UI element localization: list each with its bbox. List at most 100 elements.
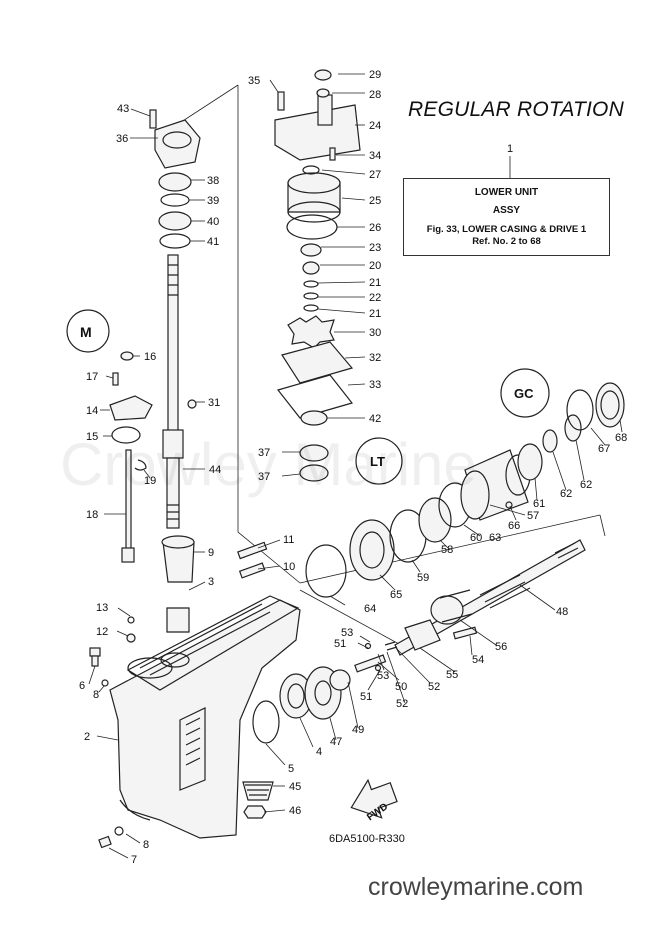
info-box-line3: Fig. 33, LOWER CASING & DRIVE 1 <box>426 224 587 235</box>
drive-shaft-part <box>162 254 184 529</box>
info-box-line2: ASSY <box>492 205 521 216</box>
callout-8a: 8 <box>93 689 99 701</box>
callout-53b: 53 <box>377 670 389 682</box>
bolt-6 <box>89 647 101 667</box>
callout-3: 3 <box>208 576 214 588</box>
pin-54 <box>452 626 478 640</box>
callout-63: 63 <box>489 532 501 544</box>
callout-7: 7 <box>131 854 137 866</box>
callout-32: 32 <box>369 352 381 364</box>
bearing-49 <box>329 669 351 691</box>
callout-43: 43 <box>117 103 129 115</box>
callout-11: 11 <box>283 534 294 546</box>
callout-64: 64 <box>364 603 376 615</box>
sleeve-9 <box>161 535 195 583</box>
bearing-38 <box>158 172 192 192</box>
tool-callout-lt: LT <box>355 437 403 485</box>
callout-46: 46 <box>289 805 301 817</box>
callout-58: 58 <box>441 544 453 556</box>
callout-34: 34 <box>369 150 381 162</box>
callout-49: 49 <box>352 724 364 736</box>
callout-51a: 51 <box>334 638 346 650</box>
watermark: Crowley Marine <box>60 431 477 498</box>
callout-31: 31 <box>208 397 220 409</box>
plate-32 <box>281 341 354 384</box>
callout-21a: 21 <box>369 277 381 289</box>
callout-19: 19 <box>144 475 156 487</box>
callout-44: 44 <box>209 464 221 476</box>
callout-23: 23 <box>369 242 381 254</box>
small-parts-50-53 <box>354 641 398 673</box>
callout-38: 38 <box>207 175 219 187</box>
callout-62b: 62 <box>580 479 592 491</box>
callout-40: 40 <box>207 216 219 228</box>
shift-plate-14 <box>109 395 153 421</box>
callout-54: 54 <box>472 654 484 666</box>
callout-50: 50 <box>395 681 407 693</box>
gasket-26 <box>286 214 338 240</box>
bolt-43 <box>149 109 157 129</box>
callout-4: 4 <box>316 746 322 758</box>
figure-reference: 6DA5100-R330 <box>329 833 405 845</box>
bearing-61 <box>517 443 543 481</box>
callout-18: 18 <box>86 509 98 521</box>
callout-68: 68 <box>615 432 627 444</box>
washer-64 <box>305 544 347 598</box>
callout-15: 15 <box>86 431 98 443</box>
bearing-seals-37-42 <box>299 410 329 482</box>
callout-55: 55 <box>446 669 458 681</box>
callout-48: 48 <box>556 606 568 618</box>
impeller-30 <box>287 315 335 349</box>
callout-16: 16 <box>144 351 156 363</box>
bolt-17 <box>112 372 119 386</box>
callout-45: 45 <box>289 781 301 793</box>
callout-62a: 62 <box>560 488 572 500</box>
leader-lines <box>88 73 623 859</box>
callout-14: 14 <box>86 405 98 417</box>
callout-27: 27 <box>369 169 381 181</box>
info-box: LOWER UNIT ASSY Fig. 33, LOWER CASING & … <box>403 178 610 256</box>
website-watermark: crowleymarine.com <box>368 873 584 901</box>
callout-66: 66 <box>508 520 520 532</box>
forward-direction-arrow <box>350 778 398 819</box>
gear-56 <box>430 589 473 625</box>
pump-housing-part <box>274 69 361 161</box>
callout-1: 1 <box>507 143 513 155</box>
callout-22: 22 <box>369 292 381 304</box>
callout-59: 59 <box>417 572 429 584</box>
seal-62a <box>542 429 558 453</box>
callout-10: 10 <box>283 561 295 573</box>
small-rings-20-23 <box>300 243 322 312</box>
pinion-gear-45 <box>242 781 274 801</box>
diagram-title: REGULAR ROTATION <box>408 98 624 121</box>
callout-39: 39 <box>207 195 219 207</box>
callout-56: 56 <box>495 641 507 653</box>
callout-26: 26 <box>369 222 381 234</box>
bearing-housing-57 <box>460 449 531 521</box>
svg-text:M: M <box>80 324 92 340</box>
pin-66 <box>505 501 513 509</box>
key-10 <box>238 562 266 579</box>
bearing-4 <box>279 673 313 719</box>
callout-67: 67 <box>598 443 610 455</box>
callout-53a: 53 <box>341 627 353 639</box>
callout-13: 13 <box>96 602 108 614</box>
callout-61: 61 <box>533 498 545 510</box>
svg-text:GC: GC <box>514 386 534 401</box>
callout-37b: 37 <box>258 471 270 483</box>
pump-cup-part <box>287 172 341 223</box>
callout-9: 9 <box>208 547 214 559</box>
callout-24: 24 <box>369 120 381 132</box>
bearing-3 <box>166 607 190 633</box>
housing-36 <box>154 119 201 169</box>
callout-47: 47 <box>330 736 342 748</box>
seal-62b <box>564 414 582 442</box>
ring-nut-68 <box>595 382 625 428</box>
washer-39 <box>160 193 190 207</box>
tool-callout-gc: GC <box>500 368 550 418</box>
shift-detail-callout: M <box>66 309 110 353</box>
callout-52b: 52 <box>428 681 440 693</box>
shift-rod-18 <box>121 449 135 563</box>
callout-8b: 8 <box>143 839 149 851</box>
